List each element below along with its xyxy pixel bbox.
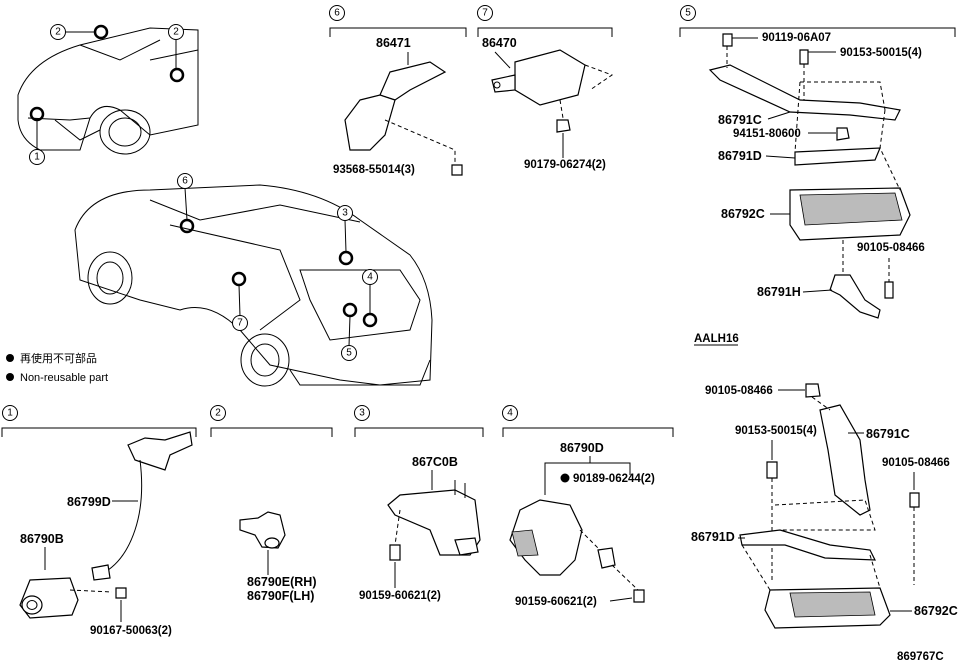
part-90159a: 90159-60621(2) — [359, 590, 441, 602]
part-86470-module — [514, 49, 586, 106]
rear-vehicle-view — [74, 184, 433, 387]
part-86471-bracket — [379, 61, 447, 101]
variant-label: AALH16 — [694, 333, 739, 345]
part-86791C-b: 86791C — [866, 427, 910, 441]
part-90105a: 90105-08466 — [857, 242, 925, 254]
section-4-header: 4 — [507, 408, 513, 419]
part-867C0B-lens — [454, 537, 479, 556]
nut-icon — [556, 119, 571, 133]
section-3-header: 3 — [359, 408, 365, 419]
part-90105c: 90105-08466 — [882, 457, 950, 469]
part-86790D: 86790D — [560, 441, 604, 455]
part-867C0B: 867C0B — [412, 455, 458, 469]
ecu-a-top — [799, 192, 903, 226]
part-86791C-bracket-a — [708, 64, 901, 121]
part-86791D-bracket-b — [739, 529, 876, 561]
part-86790F: 86790F(LH) — [247, 589, 314, 603]
nut-icon — [836, 127, 850, 141]
part-90189: 90189-06244(2) — [573, 473, 655, 485]
part-90119: 90119-06A07 — [762, 32, 831, 44]
part-86799D-plug — [91, 564, 111, 581]
bolt-icon — [766, 461, 778, 479]
part-86790B: 86790B — [20, 532, 64, 546]
part-94151: 94151-80600 — [733, 128, 801, 140]
part-90159b: 90159-60621(2) — [515, 596, 597, 608]
callout-3: 3 — [342, 208, 348, 219]
bolt-icon — [722, 33, 733, 47]
part-90167: 90167-50063(2) — [90, 625, 172, 637]
part-86791H-bracket — [829, 274, 881, 319]
part-86791D-bracket-a — [794, 147, 881, 166]
legend-english: Non-reusable part — [20, 372, 108, 384]
part-86791C-a: 86791C — [718, 113, 762, 127]
bolt-icon — [909, 492, 920, 508]
section-6-header: 6 — [334, 8, 340, 19]
clip-icon — [597, 547, 616, 569]
section-5-header: 5 — [685, 8, 691, 19]
part-86799D-connector — [127, 431, 193, 471]
part-86470: 86470 — [482, 36, 517, 50]
screw-icon — [389, 544, 401, 561]
screw-icon — [633, 589, 645, 603]
part-90179: 90179-06274(2) — [524, 159, 606, 171]
part-86791D-a: 86791D — [718, 149, 762, 163]
callout-4: 4 — [367, 272, 373, 283]
callout-7: 7 — [237, 318, 243, 329]
part-86792C-b: 86792C — [914, 604, 958, 618]
non-reusable-dot-icon — [560, 473, 570, 483]
part-90153a: 90153-50015(4) — [840, 47, 922, 59]
ecu-b-top — [789, 591, 876, 618]
camera-4-face — [511, 529, 539, 557]
legend-japanese: 再使用不可部品 — [20, 351, 97, 365]
bolt-icon — [799, 49, 809, 65]
figure-code: 869767C — [897, 651, 944, 663]
nut-icon — [805, 383, 821, 398]
screw-icon — [115, 587, 127, 599]
screw-icon — [451, 164, 463, 176]
part-86470-tab — [491, 74, 516, 93]
part-86791H: 86791H — [757, 285, 801, 299]
part-86791C-bracket-b — [819, 404, 871, 516]
part-90105b: 90105-08466 — [705, 385, 773, 397]
non-reusable-dot-icon — [6, 354, 14, 362]
part-86471: 86471 — [376, 36, 411, 50]
part-86471-sensor — [344, 94, 396, 151]
callout-2b: 2 — [173, 27, 179, 38]
callout-6: 6 — [182, 176, 188, 187]
part-86799D: 86799D — [67, 495, 111, 509]
part-93568: 93568-55014(3) — [333, 164, 415, 176]
callout-2a: 2 — [55, 27, 61, 38]
section-7-header: 7 — [482, 8, 488, 19]
part-86790E: 86790E(RH) — [247, 575, 316, 589]
callout-1: 1 — [34, 152, 40, 163]
part-90153b: 90153-50015(4) — [735, 425, 817, 437]
callout-5: 5 — [346, 348, 352, 359]
bolt-icon — [884, 281, 894, 299]
section-1-header: 1 — [7, 408, 13, 419]
section-2-header: 2 — [215, 408, 221, 419]
front-vehicle-view — [17, 24, 199, 155]
non-reusable-dot-icon — [6, 373, 14, 381]
part-86792C-a: 86792C — [721, 207, 765, 221]
part-86791D-b: 86791D — [691, 530, 735, 544]
